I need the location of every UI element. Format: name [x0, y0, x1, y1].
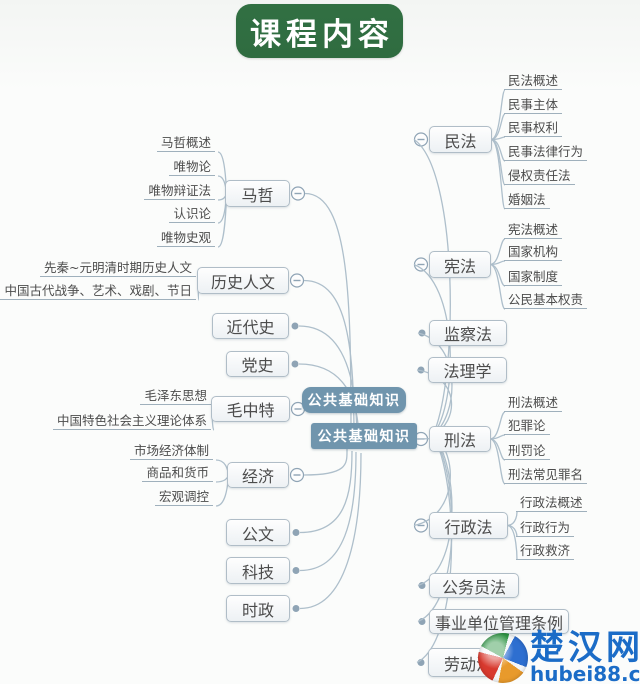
subtopic-label: 公民基本权责	[504, 291, 588, 309]
edge-curve	[417, 332, 453, 436]
edge-curve	[490, 113, 506, 141]
subtopic-label: 宪法概述	[504, 221, 563, 239]
topic-node-left-6: 公文	[226, 519, 290, 546]
edge-curve	[298, 325, 358, 442]
topic-node-left-8: 时政	[226, 595, 290, 622]
subtopic-label: 市场经济体制	[129, 442, 213, 460]
subtopic-label: 先秦~元明清时期历史人文	[40, 259, 196, 277]
topic-node-left-0: 马哲	[225, 180, 290, 207]
topic-node-right-2: 监察法	[429, 320, 507, 346]
edge-curve	[299, 451, 357, 572]
subtopic-label: 中国古代战争、艺术、戏剧、节日	[0, 282, 196, 300]
subtopic-label: 刑罚论	[504, 442, 550, 460]
branch-dot-icon	[292, 567, 300, 574]
minus-collapse-icon	[290, 186, 306, 201]
subtopic-label: 毛泽东思想	[140, 387, 211, 405]
watermark-site-url: hubei88.com	[530, 662, 640, 684]
edge-curve	[299, 452, 362, 610]
edge-curve	[303, 448, 348, 476]
subtopic-label: 婚姻法	[504, 191, 550, 209]
edge-curve	[417, 434, 453, 587]
watermark: 楚汉网 hubei88.com	[478, 628, 640, 684]
topic-node-left-2: 近代史	[212, 313, 289, 339]
subtopic-label: 行政法概述	[516, 494, 587, 512]
page-title: 课程内容	[236, 4, 403, 58]
watermark-site-name: 楚汉网	[530, 628, 640, 668]
subtopic-label: 侵权责任法	[504, 167, 575, 185]
subtopic-label: 行政救济	[516, 542, 575, 560]
subtopic-label: 行政行为	[516, 519, 575, 537]
topic-node-left-7: 科技	[226, 557, 290, 584]
edge-curve	[413, 263, 451, 436]
subtopic-label: 刑法常见罪名	[504, 466, 588, 484]
topic-node-right-1: 宪法	[429, 251, 491, 278]
subtopic-label: 马哲概述	[156, 134, 215, 152]
edge-curve	[299, 450, 353, 534]
subtopic-label: 民事法律行为	[504, 143, 588, 161]
subtopic-label: 宏观调控	[154, 488, 213, 506]
subtopic-label: 唯物史观	[156, 229, 215, 247]
subtopic-label: 刑法概述	[504, 394, 563, 412]
topic-node-right-0: 民法	[429, 126, 492, 153]
edge-curve	[413, 138, 451, 436]
subtopic-label: 民事主体	[504, 96, 563, 114]
edge-curve	[489, 438, 506, 485]
subtopic-label: 犯罪论	[504, 417, 550, 435]
topic-node-right-6: 公务员法	[429, 573, 519, 598]
subtopic-label: 唯物论	[169, 158, 215, 176]
edge-curve	[489, 263, 506, 310]
edge-curve	[490, 138, 506, 210]
subtopic-label: 唯物辩证法	[144, 182, 215, 200]
topic-node-right-4: 刑法	[429, 426, 491, 452]
topic-node-right-7: 事业单位管理条例	[429, 609, 569, 634]
minus-collapse-icon	[289, 273, 305, 288]
central-topic-secondary: 公共基础知识	[311, 423, 417, 449]
edge-curve	[490, 89, 506, 141]
subtopic-label: 民法概述	[504, 72, 563, 90]
topic-node-left-4: 毛中特	[211, 396, 290, 422]
branch-dot-icon	[292, 605, 300, 612]
topic-node-right-3: 法理学	[428, 357, 507, 383]
branch-dot-icon	[292, 529, 300, 536]
edge-curve	[416, 434, 453, 664]
topic-node-right-5: 行政法	[429, 512, 508, 539]
edge-curve	[490, 138, 506, 186]
branch-dot-icon	[291, 360, 299, 368]
subtopic-label: 中国特色社会主义理论体系	[52, 412, 211, 430]
central-topic-primary: 公共基础知识	[302, 387, 406, 413]
minus-collapse-icon	[413, 132, 429, 147]
subtopic-label: 民事权利	[504, 119, 563, 137]
edge-curve	[489, 260, 506, 266]
subtopic-label: 国家机构	[504, 243, 563, 261]
subtopic-label: 国家制度	[504, 268, 563, 286]
edge-curve	[489, 434, 506, 440]
branch-dot-icon	[291, 322, 299, 330]
minus-collapse-icon	[289, 467, 305, 483]
edge-curve	[489, 411, 506, 440]
topic-node-left-3: 党史	[226, 351, 289, 377]
topic-node-left-5: 经济	[227, 462, 289, 488]
topic-node-left-1: 历史人文	[197, 267, 289, 294]
edge-curve	[303, 279, 355, 441]
branch-dot-icon	[418, 582, 426, 589]
site-logo-globe-icon	[478, 633, 528, 683]
subtopic-label: 商品和货币	[142, 464, 213, 482]
subtopic-label: 认识论	[169, 205, 215, 223]
